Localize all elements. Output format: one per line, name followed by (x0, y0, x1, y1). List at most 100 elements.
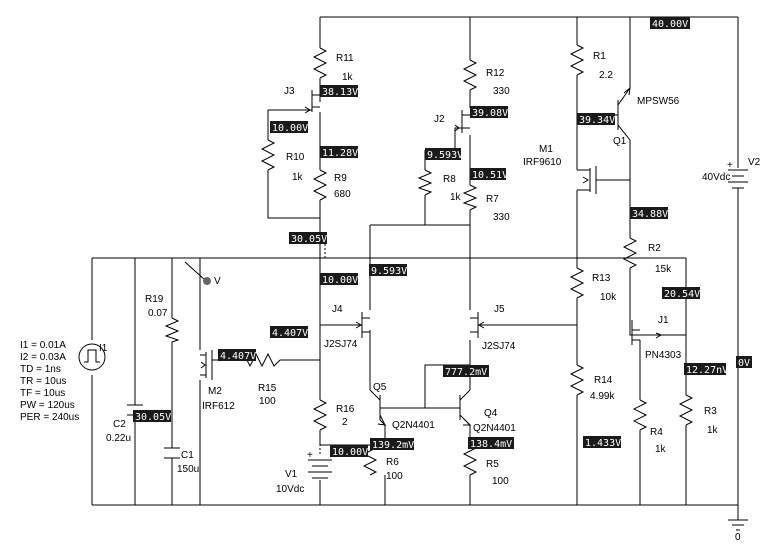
label-r4-value: 1k (655, 444, 667, 455)
svg-text:139.2mV: 139.2mV (372, 440, 414, 451)
bjt-q4-symbol (459, 389, 472, 426)
label-r6-ref: R6 (386, 457, 399, 468)
label-r14-ref: R14 (594, 375, 613, 386)
label-r1-value: 2.2 (599, 70, 613, 81)
vbadge-r11-bottom: 38.13V (320, 85, 358, 98)
svg-text:20.54V: 20.54V (664, 289, 700, 300)
label-r9-ref: R9 (334, 173, 347, 184)
svg-text:11.28V: 11.28V (322, 148, 358, 159)
label-r8-ref: R8 (443, 174, 456, 185)
svg-text:30.05V: 30.05V (135, 412, 171, 423)
label-r7-ref: R7 (486, 194, 499, 205)
label-r12-ref: R12 (486, 68, 505, 79)
label-r12-value: 330 (493, 86, 510, 97)
label-r2-value: 15k (655, 264, 672, 275)
label-v2-value: 40Vdc (702, 172, 730, 183)
label-j5-ref: J5 (494, 304, 505, 315)
resistor-r4-symbol (632, 399, 648, 431)
capacitor-c1-symbol (164, 447, 180, 459)
svg-text:+: + (307, 450, 313, 461)
label-c1-ref: C1 (181, 450, 194, 461)
vbadge-r3-top: 12.27nV (684, 363, 728, 376)
mosfet-m2-symbol (200, 350, 215, 380)
vbadge-top-rail: 40.00V (650, 17, 690, 30)
vbadge-j2-gate: 9.593V (425, 148, 463, 161)
label-r13-value: 10k (600, 292, 617, 303)
vbadge-r13-r14: 20.54V (662, 287, 700, 300)
jfet-j5-symbol (470, 312, 485, 338)
svg-text:34.88V: 34.88V (632, 209, 668, 220)
resistor-r7-symbol (462, 184, 478, 211)
label-v1-ref: V1 (285, 469, 298, 480)
resistor-r1-symbol (569, 44, 585, 76)
label-m1-ref: M1 (539, 144, 553, 155)
label-r16-ref: R16 (336, 404, 355, 415)
resistor-r10-symbol (260, 139, 276, 171)
vbadge-right-edge: 0V (736, 356, 752, 369)
label-r19-value: 0.07 (148, 308, 168, 319)
label-r15-value: 100 (259, 396, 276, 407)
svg-text:4.407V: 4.407V (272, 328, 308, 339)
label-r16-value: 2 (342, 417, 348, 428)
resistor-r13-symbol (569, 267, 585, 299)
label-r13-ref: R13 (592, 273, 611, 284)
label-v1-value: 10Vdc (276, 484, 304, 495)
vbadge-c2-node: 30.05V (133, 410, 171, 423)
label-r3-value: 1k (707, 425, 719, 436)
label-j5-model: J2SJ74 (482, 341, 516, 352)
label-q1-model: MPSW56 (637, 96, 680, 107)
resistor-r19-symbol (164, 317, 180, 343)
i1-param-6: PER = 240us (20, 412, 79, 423)
voltage-probe-icon (184, 261, 211, 285)
ground-symbol (728, 519, 748, 531)
svg-text:1.433V: 1.433V (585, 438, 621, 449)
svg-text:+: + (727, 160, 733, 171)
vbadge-r9-bottom: 30.05V (289, 232, 327, 245)
label-r4-ref: R4 (650, 427, 663, 438)
vbadge-m2-gate: 4.407V (218, 349, 256, 362)
resistor-r9-symbol (312, 169, 328, 201)
vbadge-j4-source: 4.407V (270, 326, 308, 339)
svg-text:30.05V: 30.05V (291, 234, 327, 245)
label-c2-value: 0.22u (106, 433, 131, 444)
label-v2-ref: V2 (748, 157, 761, 168)
label-r10-ref: R10 (286, 152, 305, 163)
jfet-j2-symbol (454, 110, 470, 150)
label-r8-value: 1k (450, 192, 462, 203)
vbadge-r12-bottom: 39.08V (470, 106, 508, 119)
label-j1-ref: J1 (658, 315, 669, 326)
label-i1-ref: I1 (99, 343, 108, 354)
i1-param-0: I1 = 0.01A (20, 340, 66, 351)
resistor-r11-symbol (312, 47, 328, 79)
resistors (164, 44, 694, 476)
current-source-i1-symbol (78, 343, 106, 371)
wires (91, 16, 739, 520)
vbadge-r1-bottom: 39.34V (577, 113, 615, 126)
label-r11-ref: R11 (336, 53, 354, 64)
svg-text:38.13V: 38.13V (322, 87, 358, 98)
label-q1-ref: Q1 (613, 136, 627, 147)
resistor-r12-symbol (462, 59, 478, 91)
label-r3-ref: R3 (704, 406, 717, 417)
svg-text:40.00V: 40.00V (652, 19, 688, 30)
label-r7-value: 330 (493, 212, 510, 223)
label-r11-value: 1k (342, 72, 354, 83)
mosfet-m1-symbol (577, 166, 600, 194)
label-ground: 0 (735, 532, 741, 543)
svg-text:138.4mV: 138.4mV (470, 439, 512, 450)
label-r19-ref: R19 (145, 294, 164, 305)
jfet-j4-symbol (355, 312, 370, 338)
vbadge-q-bases: 777.2mV (443, 365, 489, 378)
label-q5-ref: Q5 (373, 382, 387, 393)
vbadge-r8-r7: 10.51V (470, 168, 508, 181)
label-j3-ref: J3 (284, 86, 295, 97)
label-r2-ref: R2 (648, 243, 661, 254)
label-r14-value: 4.99k (590, 391, 615, 402)
svg-text:9.593V: 9.593V (427, 150, 463, 161)
transistors (200, 86, 663, 426)
label-j2-ref: J2 (434, 114, 445, 125)
label-q5-model: Q2N4401 (392, 420, 435, 431)
label-probe: V (214, 276, 221, 287)
vbadge-v1-top: 10.00V (330, 445, 368, 458)
